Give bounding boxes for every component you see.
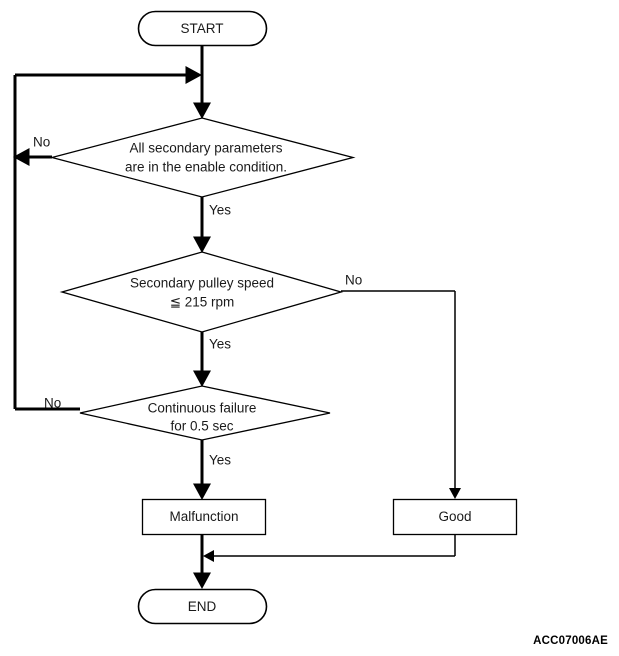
decision1-yes-label: Yes — [209, 203, 231, 218]
start-label: START — [180, 21, 223, 36]
decision2-no-label: No — [345, 273, 362, 288]
node-decision-continuous-failure: Continuous failure for 0.5 sec — [79, 385, 331, 441]
decision1-no-label: No — [33, 135, 50, 150]
node-decision-secondary-pulley-speed: Secondary pulley speed ≦ 215 rpm — [59, 251, 344, 333]
diagram-reference-code: ACC07006AE — [533, 635, 608, 647]
node-decision-secondary-parameters: All secondary parameters are in the enab… — [49, 117, 356, 198]
decision2-diamond-shape — [59, 251, 344, 333]
node-malfunction: Malfunction — [141, 498, 267, 536]
start-terminal-shape — [137, 10, 268, 47]
decision1-diamond-shape — [49, 117, 356, 198]
decision3-diamond-shape — [79, 385, 331, 441]
node-start: START — [137, 10, 268, 47]
end-terminal-shape — [137, 588, 268, 625]
node-good: Good — [392, 498, 518, 536]
malfunction-label: Malfunction — [169, 509, 238, 524]
decision3-no-label: No — [44, 396, 61, 411]
decision2-yes-label: Yes — [209, 337, 231, 352]
decision3-yes-label: Yes — [209, 453, 231, 468]
decision2-label-line1: Secondary pulley speed — [130, 276, 274, 291]
decision2-label-line2: ≦ 215 rpm — [170, 295, 235, 310]
malfunction-box-shape — [141, 498, 267, 536]
end-label: END — [188, 599, 217, 614]
decision3-label-line1: Continuous failure — [148, 401, 257, 416]
node-end: END — [137, 588, 268, 625]
good-box-shape — [392, 498, 518, 536]
good-label: Good — [438, 509, 471, 524]
decision1-label-line2: are in the enable condition. — [125, 160, 287, 175]
decision1-label-line1: All secondary parameters — [129, 141, 282, 156]
decision3-label-line2: for 0.5 sec — [170, 419, 233, 434]
